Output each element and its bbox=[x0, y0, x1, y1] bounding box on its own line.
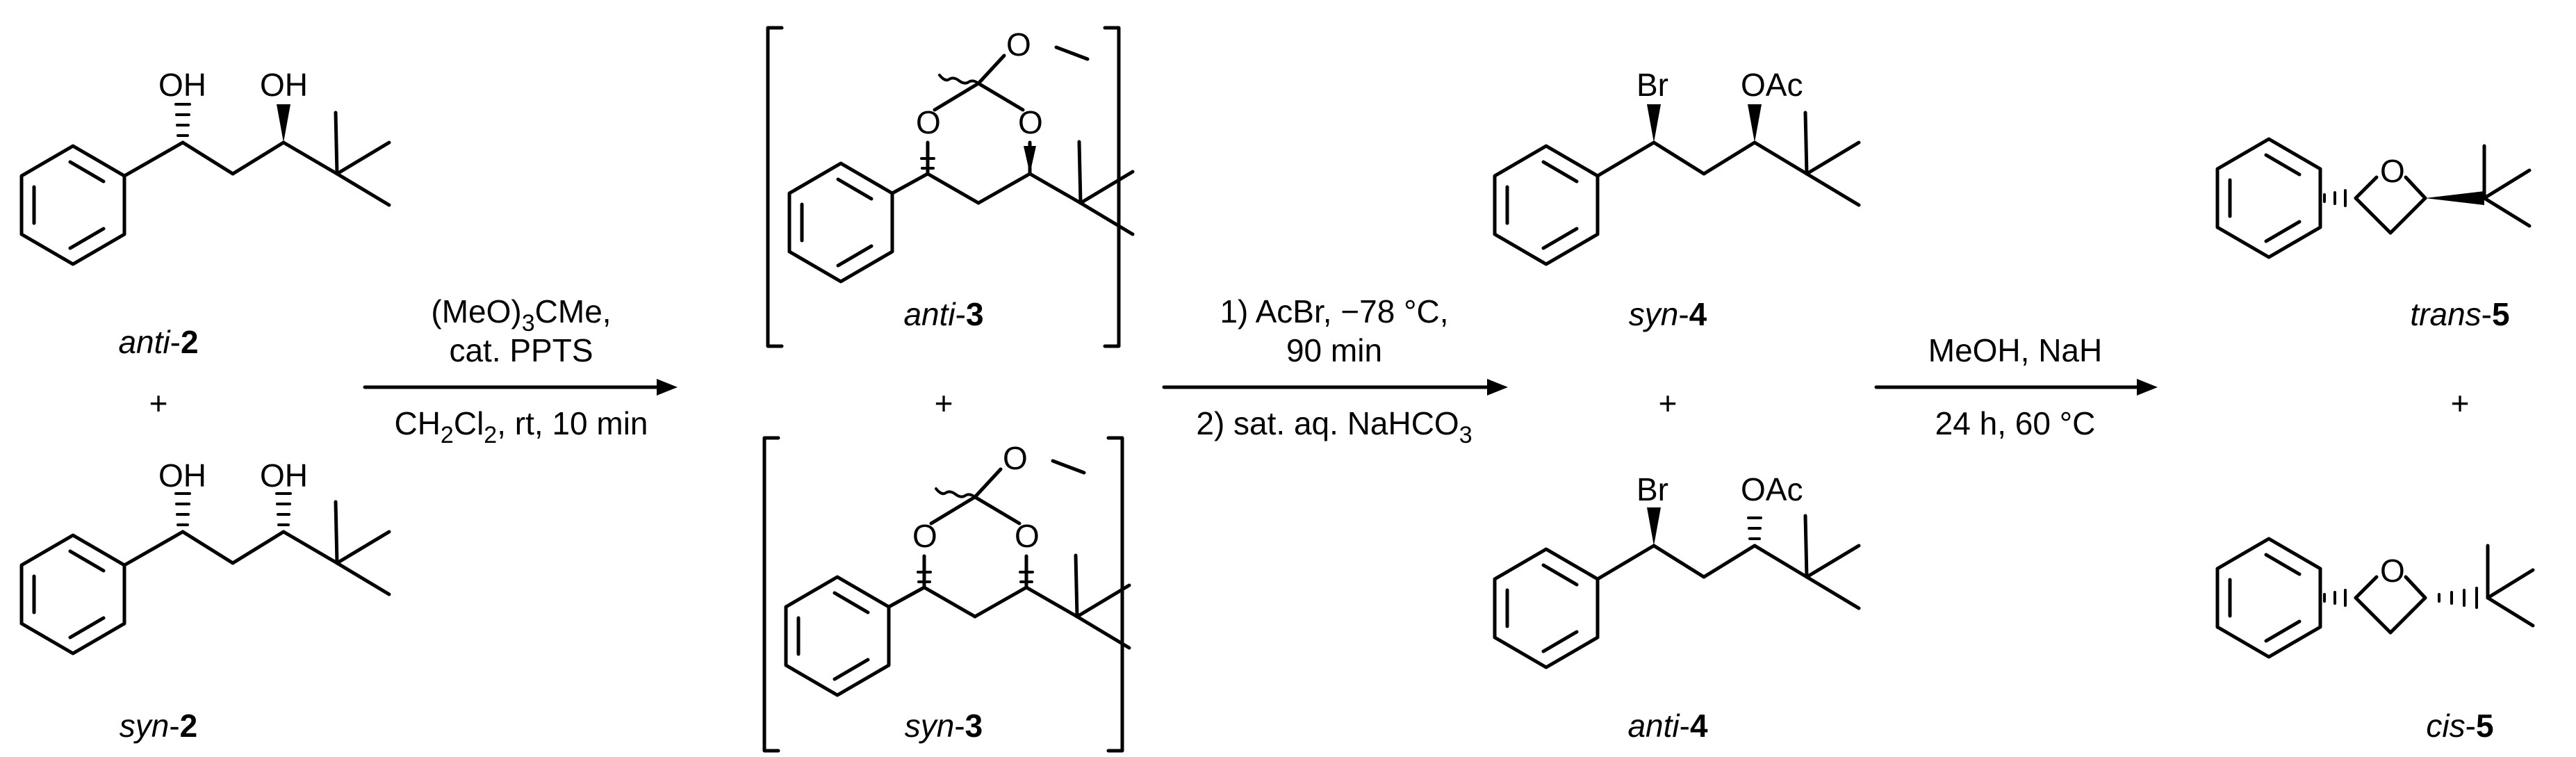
label-cis-5: cis-5 bbox=[2426, 708, 2493, 744]
reaction-arrow-3 bbox=[1874, 379, 2158, 396]
acetoxy-label: OAc bbox=[1741, 471, 1803, 507]
oxygen-label: O bbox=[1018, 104, 1043, 140]
bromine-label: Br bbox=[1636, 67, 1668, 103]
oxygen-label: O bbox=[916, 104, 941, 140]
label-anti-4: anti-4 bbox=[1627, 708, 1708, 744]
plus-sign: + bbox=[2451, 385, 2470, 421]
label-anti-2: anti-2 bbox=[118, 324, 198, 360]
hydroxyl-label: OH bbox=[260, 67, 308, 103]
molecule-anti-2: OH OH bbox=[22, 67, 389, 264]
oxygen-label: O bbox=[1003, 440, 1028, 476]
condition-reagent: (MeO)3CMe, bbox=[431, 293, 611, 336]
molecule-anti-4: Br OAc bbox=[1495, 471, 1859, 667]
label-syn-3: syn-3 bbox=[905, 708, 983, 744]
oxygen-label: O bbox=[2380, 153, 2405, 189]
hydroxyl-label: OH bbox=[158, 67, 206, 103]
label-syn-2: syn-2 bbox=[120, 708, 198, 744]
molecule-trans-5: O bbox=[2217, 139, 2532, 257]
molecule-anti-3: O O O bbox=[789, 26, 1133, 282]
label-trans-5: trans-5 bbox=[2410, 296, 2509, 332]
molecule-syn-3: O O O bbox=[786, 440, 1129, 695]
condition-reagent-3: MeOH, NaH bbox=[1928, 332, 2102, 368]
oxygen-label: O bbox=[2380, 553, 2405, 589]
plus-sign: + bbox=[1659, 385, 1677, 421]
condition-step-1-time: 90 min bbox=[1286, 332, 1382, 368]
oxygen-label: O bbox=[1015, 518, 1040, 554]
condition-catalyst: cat. PPTS bbox=[449, 332, 593, 368]
acetoxy-label: OAc bbox=[1741, 67, 1803, 103]
condition-step-2: 2) sat. aq. NaHCO3 bbox=[1196, 405, 1472, 448]
condition-time-temp: 24 h, 60 °C bbox=[1935, 405, 2096, 441]
hydroxyl-label: OH bbox=[158, 457, 206, 494]
reaction-arrow-1 bbox=[363, 379, 678, 396]
molecule-syn-4: Br OAc bbox=[1495, 67, 1859, 264]
plus-sign: + bbox=[935, 385, 953, 421]
molecule-cis-5: O bbox=[2217, 539, 2535, 657]
reaction-arrow-2 bbox=[1162, 379, 1508, 396]
bromine-label: Br bbox=[1636, 471, 1668, 507]
label-anti-3: anti-3 bbox=[903, 296, 983, 332]
condition-step-1: 1) AcBr, −78 °C, bbox=[1220, 293, 1448, 329]
bracket-anti-3 bbox=[766, 26, 1121, 348]
plus-sign: + bbox=[149, 385, 168, 421]
bracket-syn-3 bbox=[762, 436, 1124, 753]
oxygen-label: O bbox=[1006, 26, 1031, 63]
label-syn-4: syn-4 bbox=[1629, 296, 1707, 332]
hydroxyl-label: OH bbox=[260, 457, 308, 494]
molecule-syn-2: OH OH bbox=[22, 457, 389, 653]
condition-solvent: CH2Cl2, rt, 10 min bbox=[394, 405, 648, 448]
oxygen-label: O bbox=[912, 518, 937, 554]
